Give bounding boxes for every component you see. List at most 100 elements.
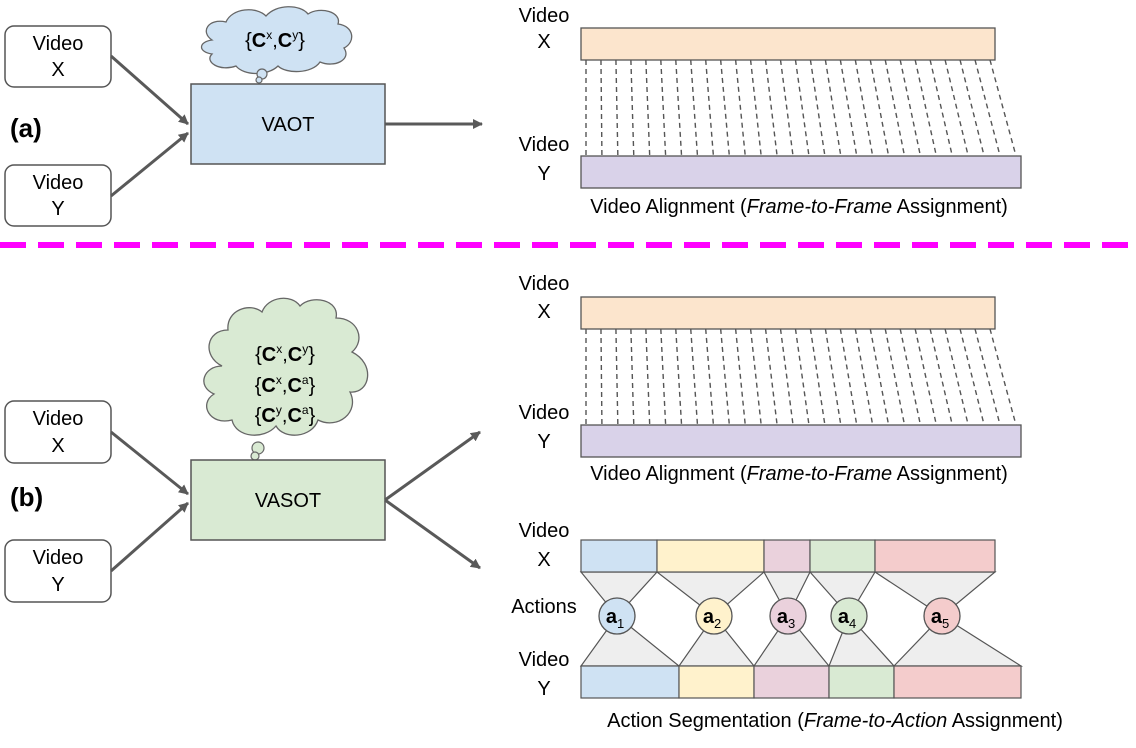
correspondence-line	[749, 328, 762, 426]
seg-bottom-label-2: Y	[537, 678, 550, 700]
seg-bottom-label-1: Video	[519, 649, 570, 671]
panel-b-video-alignment: Video X Video Y Video Alignment (Frame-t…	[519, 273, 1022, 485]
correspondence-line	[794, 328, 810, 426]
correspondence-line	[749, 59, 762, 157]
correspondence-line	[615, 59, 619, 157]
correspondence-line	[660, 328, 667, 426]
input-y-line2: Y	[51, 198, 64, 220]
correspondence-line	[734, 59, 746, 157]
correspondence-line	[824, 328, 842, 426]
correspondence-line	[944, 328, 969, 426]
correspondence-line	[854, 59, 874, 157]
video-y-segment	[893, 665, 1022, 699]
video-y-bar	[580, 424, 1022, 458]
correspondence-line	[660, 59, 667, 157]
action-node	[830, 597, 868, 635]
panel-a-input-video-y: Video Y	[4, 164, 112, 227]
cloud-formula-line: {Cx,Cy}	[245, 28, 305, 52]
video-x-bar	[580, 296, 996, 330]
correspondence-line	[914, 59, 938, 157]
correspondence-line	[854, 328, 874, 426]
correspondence-line	[719, 328, 731, 426]
correspondence-line	[929, 328, 953, 426]
input-y-line1: Video	[33, 172, 84, 194]
action-label: a4	[838, 606, 856, 631]
input-x-line2: X	[51, 59, 64, 81]
correspondence-line	[600, 328, 603, 426]
correspondence-line	[675, 59, 683, 157]
correspondence-line	[899, 328, 922, 426]
action-label: a1	[606, 606, 624, 631]
correspondence-line	[974, 328, 1001, 426]
video-x-bar	[580, 27, 996, 61]
align-a-caption: Video Alignment (Frame-to-Frame Assignme…	[590, 196, 1008, 218]
video-y-segments	[580, 665, 1022, 699]
panel-b-label: (b)	[10, 482, 43, 512]
vasot-label: VASOT	[255, 490, 321, 512]
frame-correspondence-lines	[585, 59, 1017, 157]
correspondence-line	[839, 59, 858, 157]
vasot-box: VASOT	[190, 459, 386, 541]
correspondence-line	[615, 328, 619, 426]
correspondence-line	[645, 328, 651, 426]
align-b-bottom-label-1: Video	[519, 402, 570, 424]
correspondence-line	[600, 59, 603, 157]
panel-b: (b) Video X Video Y {Cx,Cy} {Cx,Ca} {Cy,…	[4, 273, 1063, 732]
correspondence-line	[989, 59, 1017, 157]
action-node	[769, 597, 807, 635]
align-b-top-label-1: Video	[519, 273, 570, 295]
action-node	[598, 597, 636, 635]
correspondence-line	[690, 59, 699, 157]
correspondence-line	[914, 328, 938, 426]
correspondence-line	[809, 59, 826, 157]
cloud-formula-line-3: {Cy,Ca}	[255, 403, 316, 427]
panel-a-input-video-x: Video X	[4, 25, 112, 88]
panel-b-input-video-y: Video Y	[4, 539, 112, 603]
correspondence-line	[929, 59, 953, 157]
correspondence-line	[630, 59, 635, 157]
frame-correspondence-lines	[585, 328, 1017, 426]
correspondence-line	[690, 328, 699, 426]
action-node	[695, 597, 733, 635]
correspondence-line	[989, 328, 1017, 426]
vaot-label: VAOT	[262, 114, 315, 136]
correspondence-line	[944, 59, 969, 157]
correspondence-line	[884, 328, 906, 426]
input-y-line2: Y	[51, 574, 64, 596]
action-label: a2	[703, 606, 721, 631]
video-x-segments	[580, 539, 996, 573]
input-x-line1: Video	[33, 33, 84, 55]
input-x-line2: X	[51, 435, 64, 457]
align-a-top-label-1: Video	[519, 5, 570, 27]
arrow-vasot-to-alignment	[384, 430, 481, 502]
align-a-top-label-2: X	[537, 31, 550, 53]
segmentation-caption: Action Segmentation (Frame-to-Action Ass…	[607, 710, 1063, 732]
video-y-segment	[828, 665, 895, 699]
video-x-segment	[809, 539, 876, 573]
correspondence-line	[899, 59, 922, 157]
correspondence-line	[809, 328, 826, 426]
align-b-top-label-2: X	[537, 301, 550, 323]
panel-b-thought-cloud: {Cx,Cy} {Cx,Ca} {Cy,Ca}	[203, 297, 369, 461]
video-x-segment	[580, 539, 658, 573]
panel-a-label: (a)	[10, 113, 42, 143]
correspondence-line	[794, 59, 810, 157]
correspondence-line	[824, 59, 842, 157]
correspondence-line	[719, 59, 731, 157]
correspondence-line	[779, 59, 794, 157]
align-b-caption: Video Alignment (Frame-to-Frame Assignme…	[590, 463, 1008, 485]
correspondence-line	[705, 59, 715, 157]
video-y-segment	[580, 665, 680, 699]
correspondence-line	[764, 328, 778, 426]
arrow-x-to-vasot	[110, 430, 189, 496]
cloud-formula-line-2: {Cx,Ca}	[255, 373, 316, 397]
actions-label: Actions	[511, 596, 577, 618]
correspondence-line	[839, 328, 858, 426]
panel-b-input-video-x: Video X	[4, 400, 112, 464]
video-x-segment	[656, 539, 765, 573]
action-label: a5	[931, 606, 949, 631]
correspondence-line	[869, 328, 890, 426]
video-y-bar	[580, 155, 1022, 189]
